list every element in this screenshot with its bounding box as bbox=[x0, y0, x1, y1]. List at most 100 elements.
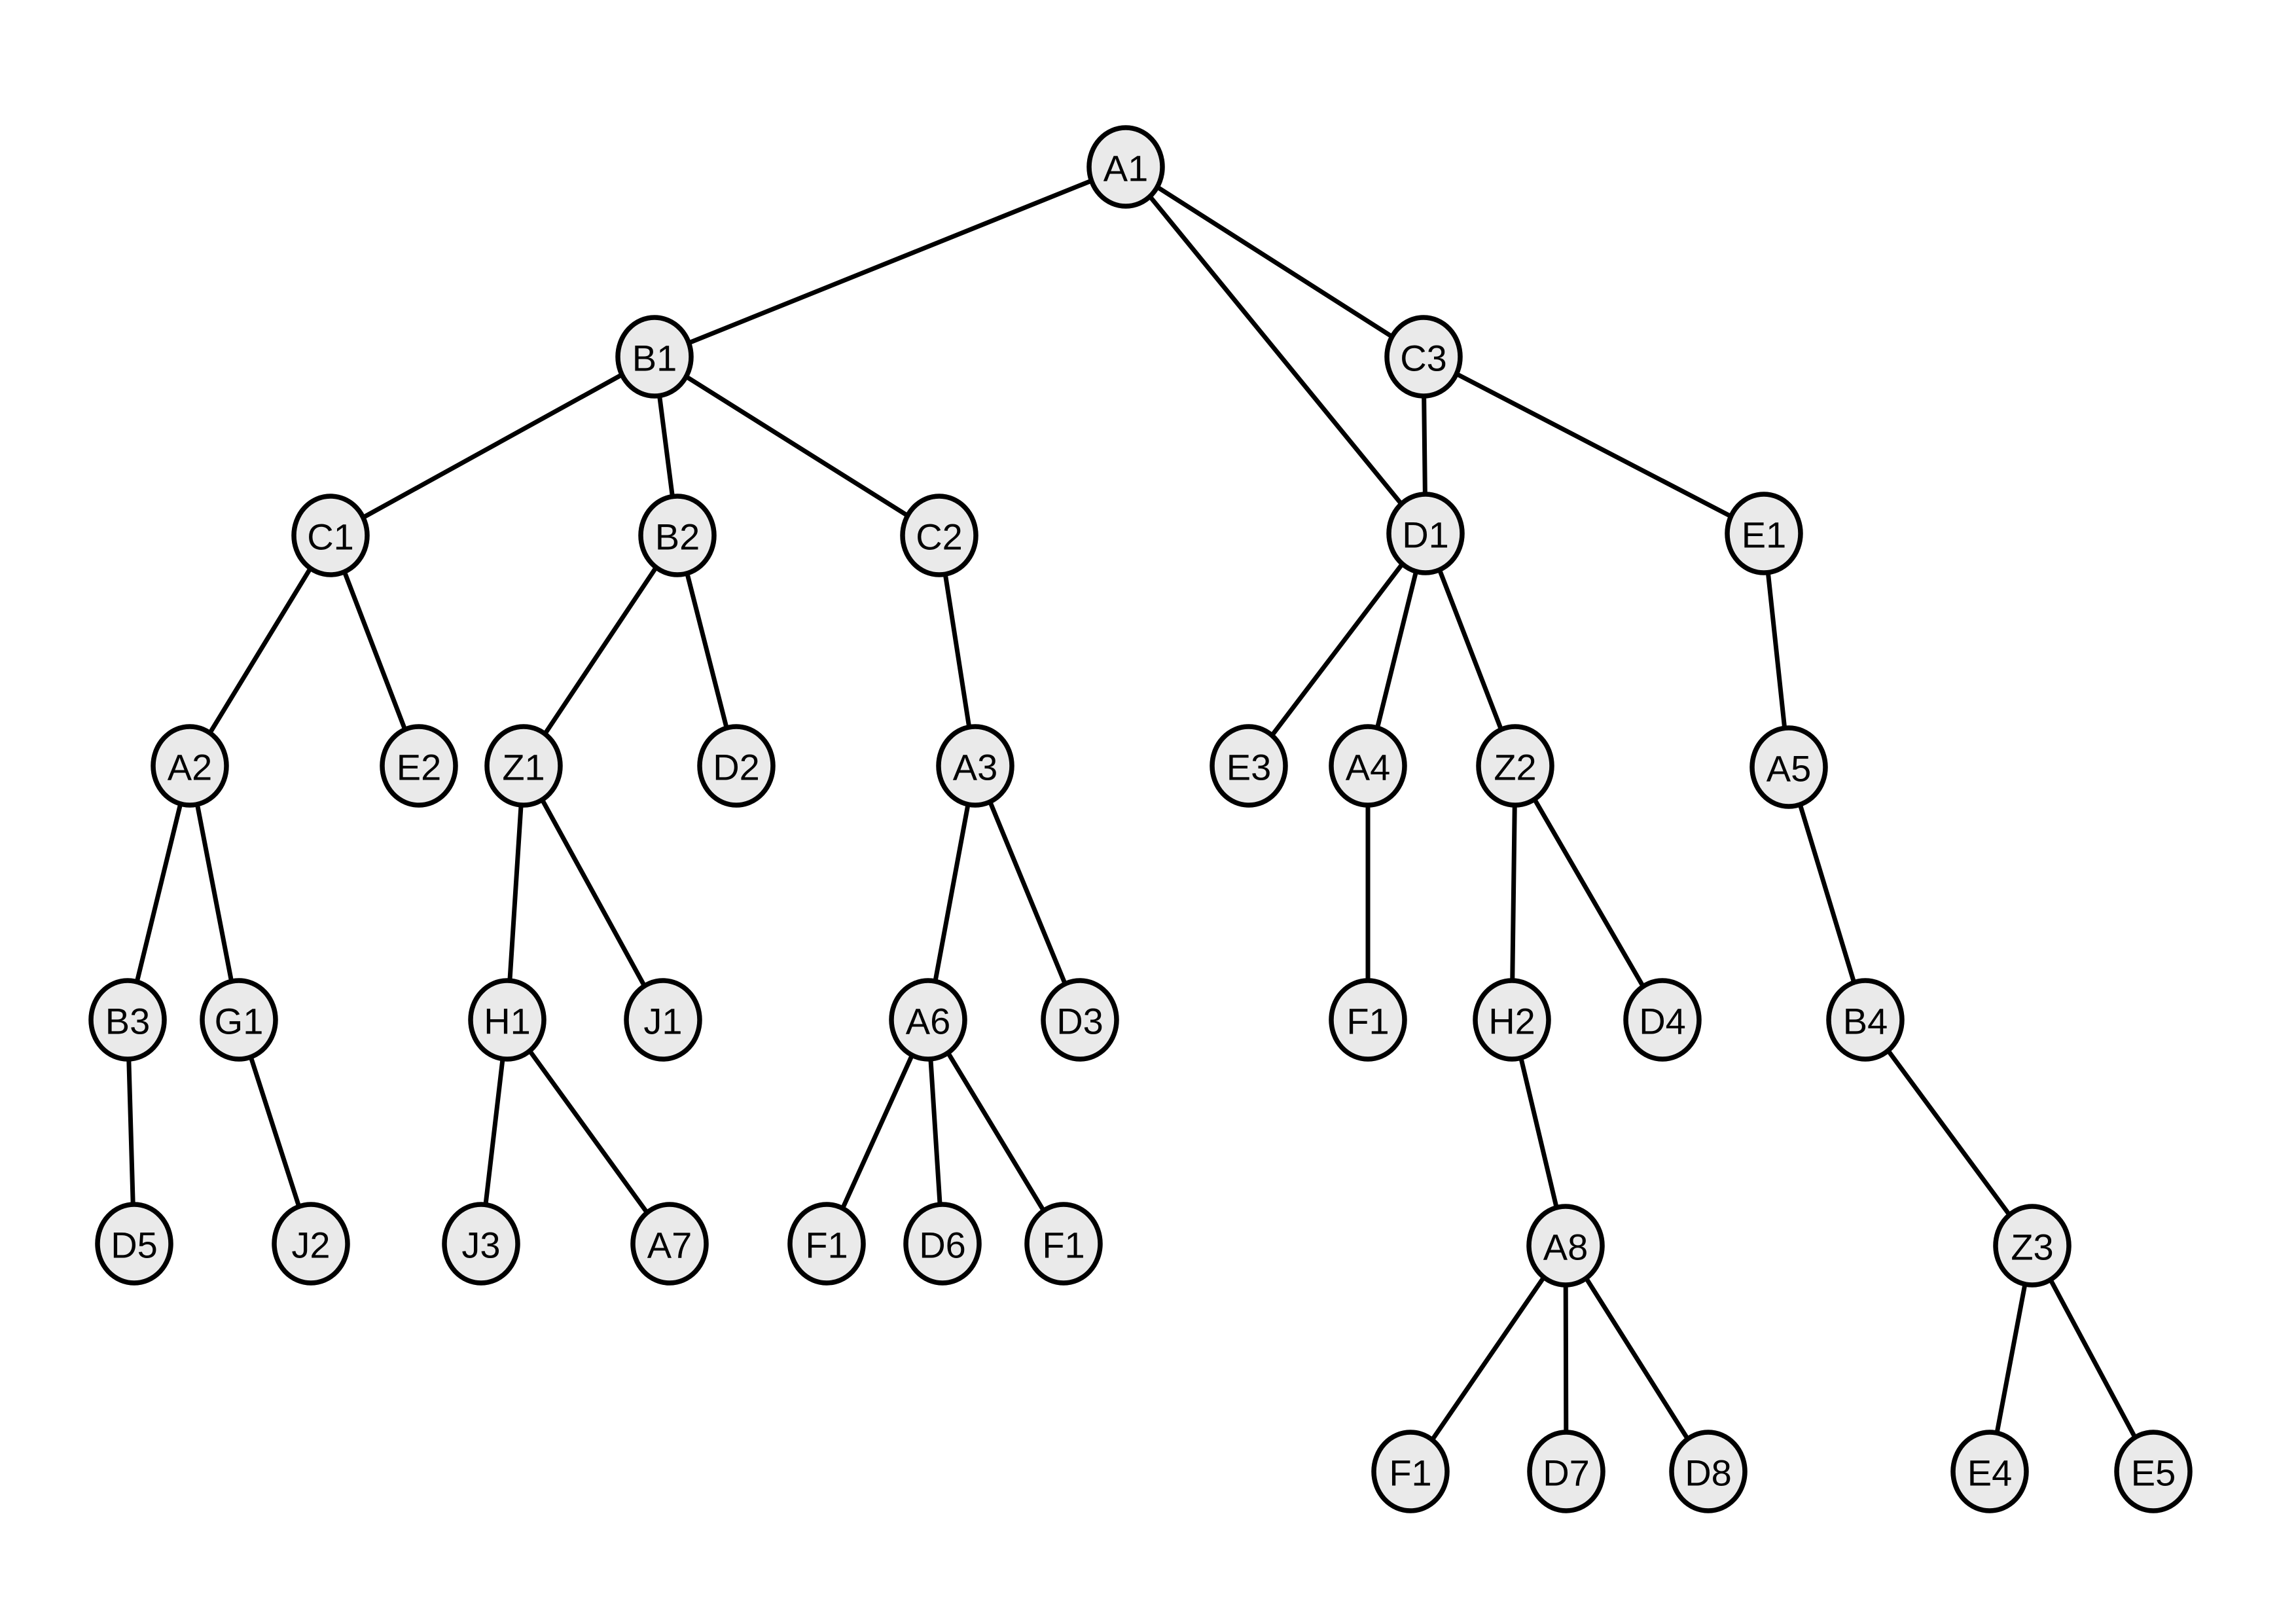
tree-node[interactable]: A6 bbox=[889, 978, 967, 1062]
node-ellipse[interactable] bbox=[1476, 724, 1554, 808]
node-ellipse[interactable] bbox=[624, 978, 702, 1062]
tree-node[interactable]: E2 bbox=[380, 724, 458, 808]
tree-node[interactable]: C2 bbox=[900, 494, 978, 577]
tree-node[interactable]: F1 bbox=[1024, 1202, 1103, 1286]
node-ellipse[interactable] bbox=[1749, 725, 1828, 809]
tree-node[interactable]: Z1 bbox=[484, 724, 563, 808]
tree-edge bbox=[341, 568, 408, 734]
tree-edge bbox=[1994, 1280, 2028, 1437]
tree-edge bbox=[134, 799, 183, 986]
tree-node[interactable]: F1 bbox=[1371, 1430, 1450, 1513]
tree-node[interactable]: D1 bbox=[1386, 492, 1465, 575]
node-ellipse[interactable] bbox=[1725, 492, 1803, 575]
tree-edge bbox=[507, 801, 524, 985]
tree-node[interactable]: G1 bbox=[200, 978, 278, 1062]
tree-edge bbox=[359, 371, 626, 521]
tree-node[interactable]: H1 bbox=[468, 978, 547, 1062]
node-ellipse[interactable] bbox=[697, 724, 776, 808]
tree-node[interactable]: J2 bbox=[272, 1202, 350, 1286]
node-ellipse[interactable] bbox=[1024, 1202, 1103, 1286]
node-ellipse[interactable] bbox=[1371, 1430, 1450, 1513]
node-ellipse[interactable] bbox=[1526, 1204, 1605, 1288]
tree-edge bbox=[942, 569, 972, 732]
node-ellipse[interactable] bbox=[1086, 125, 1165, 209]
node-ellipse[interactable] bbox=[1329, 978, 1407, 1062]
tree-edge bbox=[987, 797, 1068, 988]
tree-node[interactable]: Z3 bbox=[1993, 1204, 2072, 1288]
tree-node[interactable]: A7 bbox=[630, 1202, 709, 1286]
tree-node[interactable]: A3 bbox=[936, 724, 1014, 808]
tree-node[interactable]: D7 bbox=[1527, 1430, 1605, 1513]
node-ellipse[interactable] bbox=[615, 315, 694, 399]
tree-edge bbox=[1436, 566, 1505, 734]
node-ellipse[interactable] bbox=[291, 494, 370, 577]
tree-node[interactable]: A1 bbox=[1086, 125, 1165, 209]
node-ellipse[interactable] bbox=[442, 1202, 520, 1286]
node-ellipse[interactable] bbox=[484, 724, 563, 808]
node-ellipse[interactable] bbox=[380, 724, 458, 808]
tree-node[interactable]: D6 bbox=[903, 1202, 982, 1286]
node-ellipse[interactable] bbox=[95, 1202, 173, 1286]
tree-node[interactable]: E5 bbox=[2114, 1430, 2193, 1513]
node-ellipse[interactable] bbox=[1329, 724, 1407, 808]
node-ellipse[interactable] bbox=[1384, 315, 1463, 399]
node-ellipse[interactable] bbox=[1210, 724, 1288, 808]
node-ellipse[interactable] bbox=[1993, 1204, 2072, 1288]
tree-node[interactable]: C1 bbox=[291, 494, 370, 577]
node-ellipse[interactable] bbox=[1950, 1430, 2029, 1513]
node-ellipse[interactable] bbox=[200, 978, 278, 1062]
tree-edge bbox=[682, 373, 912, 519]
tree-node[interactable]: E4 bbox=[1950, 1430, 2029, 1513]
node-ellipse[interactable] bbox=[638, 494, 717, 577]
node-ellipse[interactable] bbox=[889, 978, 967, 1062]
tree-node[interactable]: D2 bbox=[697, 724, 776, 808]
node-ellipse[interactable] bbox=[151, 724, 229, 808]
node-ellipse[interactable] bbox=[1623, 978, 1702, 1062]
tree-node[interactable]: H2 bbox=[1473, 978, 1551, 1062]
tree-node[interactable]: B2 bbox=[638, 494, 717, 577]
tree-node[interactable]: E1 bbox=[1725, 492, 1803, 575]
node-ellipse[interactable] bbox=[1669, 1430, 1748, 1513]
tree-node[interactable]: F1 bbox=[787, 1202, 866, 1286]
tree-node[interactable]: D4 bbox=[1623, 978, 1702, 1062]
tree-node[interactable]: C3 bbox=[1384, 315, 1463, 399]
node-ellipse[interactable] bbox=[468, 978, 547, 1062]
tree-node[interactable]: D8 bbox=[1669, 1430, 1748, 1513]
node-ellipse[interactable] bbox=[88, 978, 167, 1062]
tree-node[interactable]: B3 bbox=[88, 978, 167, 1062]
tree-edge bbox=[1510, 801, 1517, 985]
tree-node[interactable]: D5 bbox=[95, 1202, 173, 1286]
tree-edge bbox=[656, 391, 675, 501]
tree-node[interactable]: B1 bbox=[615, 315, 694, 399]
node-ellipse[interactable] bbox=[1473, 978, 1551, 1062]
tree-node[interactable]: A2 bbox=[151, 724, 229, 808]
tree-edge bbox=[2047, 1275, 2138, 1442]
tree-edge bbox=[1765, 568, 1787, 732]
node-ellipse[interactable] bbox=[2114, 1430, 2193, 1513]
tree-edge bbox=[483, 1055, 505, 1209]
node-ellipse[interactable] bbox=[1386, 492, 1465, 575]
node-ellipse[interactable] bbox=[630, 1202, 709, 1286]
tree-node[interactable]: F1 bbox=[1329, 978, 1407, 1062]
node-ellipse[interactable] bbox=[787, 1202, 866, 1286]
tree-node[interactable]: A8 bbox=[1526, 1204, 1605, 1288]
tree-edge bbox=[1884, 1047, 2013, 1219]
tree-node[interactable]: A4 bbox=[1329, 724, 1407, 808]
tree-node[interactable]: A5 bbox=[1749, 725, 1828, 809]
node-ellipse[interactable] bbox=[1826, 978, 1905, 1062]
tree-edge bbox=[928, 1055, 942, 1209]
tree-node[interactable]: E3 bbox=[1210, 724, 1288, 808]
node-ellipse[interactable] bbox=[936, 724, 1014, 808]
tree-node[interactable]: Z2 bbox=[1476, 724, 1554, 808]
node-ellipse[interactable] bbox=[903, 1202, 982, 1286]
node-ellipse[interactable] bbox=[1527, 1430, 1605, 1513]
tree-node[interactable]: B4 bbox=[1826, 978, 1905, 1062]
node-ellipse[interactable] bbox=[900, 494, 978, 577]
tree-node[interactable]: D3 bbox=[1041, 978, 1119, 1062]
node-ellipse[interactable] bbox=[272, 1202, 350, 1286]
tree-node[interactable]: J1 bbox=[624, 978, 702, 1062]
node-ellipse[interactable] bbox=[1041, 978, 1119, 1062]
tree-node[interactable]: J3 bbox=[442, 1202, 520, 1286]
tree-edge bbox=[1583, 1274, 1691, 1443]
